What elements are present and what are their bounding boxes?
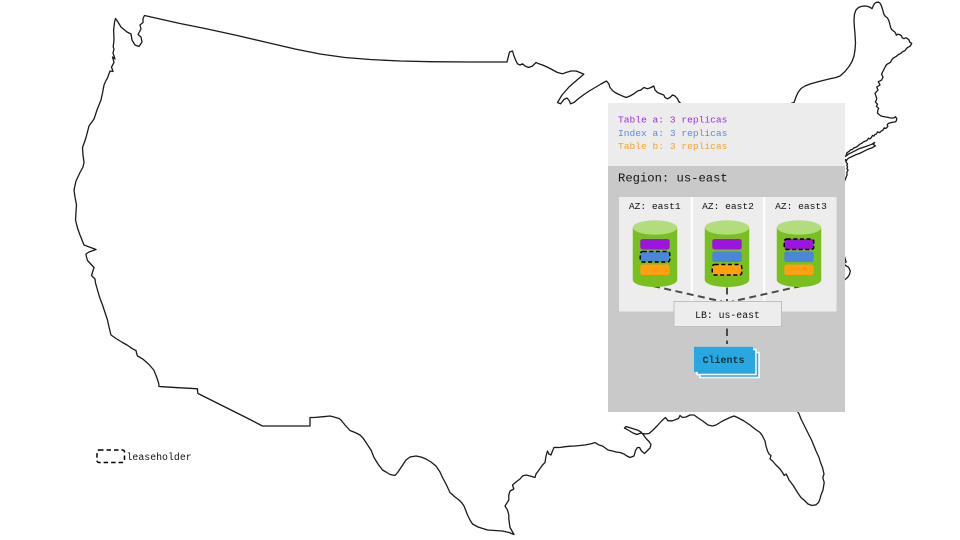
svg-text:Table a: 3 replicas: Table a: 3 replicas <box>618 115 727 126</box>
svg-text:Table b: 3 replicas: Table b: 3 replicas <box>618 141 727 152</box>
svg-text:AZ: east2: AZ: east2 <box>702 201 754 212</box>
svg-text:Region: us-east: Region: us-east <box>618 172 728 186</box>
svg-text:LB: us-east: LB: us-east <box>695 310 760 321</box>
svg-text:AZ: east1: AZ: east1 <box>629 201 681 212</box>
svg-text:leaseholder: leaseholder <box>127 452 192 463</box>
svg-text:Clients: Clients <box>702 355 744 367</box>
svg-text:Index a: 3 replicas: Index a: 3 replicas <box>618 128 727 139</box>
svg-text:AZ: east3: AZ: east3 <box>775 201 827 212</box>
